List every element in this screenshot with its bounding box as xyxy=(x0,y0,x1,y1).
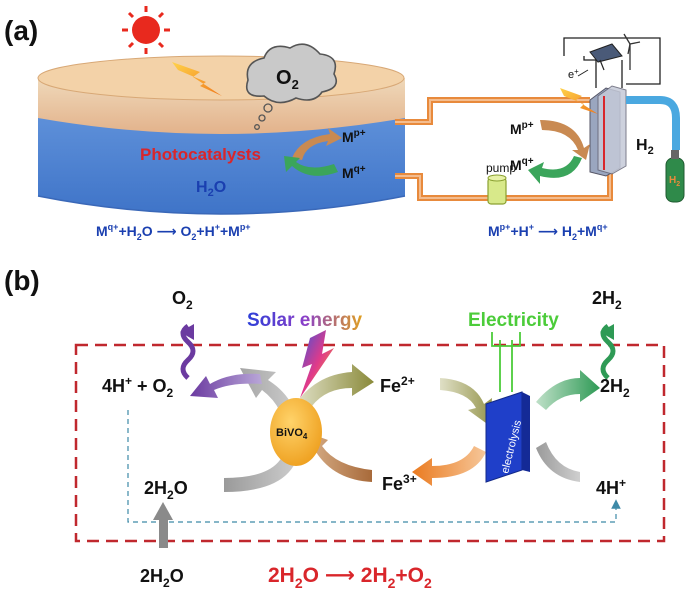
cell-mp-label: Mp+ xyxy=(510,120,534,137)
solar-bolt-icon xyxy=(300,330,334,398)
right-top-label: 2H2 xyxy=(600,376,630,400)
h2-cylinder-icon xyxy=(665,150,685,203)
tank-mq-label: Mq+ xyxy=(342,164,366,181)
bottom-water-label: 2H2O xyxy=(140,566,184,590)
bivo4-catalyst xyxy=(270,398,322,466)
solar-energy-label: Solar energy xyxy=(247,310,363,331)
right-bottom-label: 4H+ xyxy=(596,476,626,498)
electricity-label: Electricity xyxy=(468,310,559,331)
pump-label: pump xyxy=(486,161,516,175)
cylinder-label: H2 xyxy=(669,175,680,188)
fe3-label: Fe3+ xyxy=(382,472,417,494)
o2-top-label: O2 xyxy=(172,288,193,312)
electricity-wires xyxy=(491,332,521,392)
fe3-reduction-arrow xyxy=(306,432,372,482)
panel-b-tag: (b) xyxy=(4,265,40,296)
electrolyzer-bolt-icon xyxy=(560,88,598,114)
left-top-label: 4H+ + O2 xyxy=(102,374,174,400)
equation-right: Mp++H+ ⟶ H2+Mq+ xyxy=(488,222,608,242)
electrolyzer-cell xyxy=(589,85,627,177)
tank-cycle-arrow-brown xyxy=(292,128,342,160)
h2-release-arrow xyxy=(600,323,616,380)
left-bottom-label: 2H2O xyxy=(144,478,188,502)
oxygen-evolution-arrow xyxy=(190,373,262,398)
o2-cloud-icon xyxy=(245,43,338,130)
h2-output-label: H2 xyxy=(636,137,654,157)
tank-cycle-arrow-green xyxy=(284,156,338,176)
h2-top-label: 2H2 xyxy=(592,288,622,312)
fe2-formation-arrow xyxy=(300,364,374,406)
fe2-label: Fe2+ xyxy=(380,374,415,396)
system-boundary xyxy=(74,343,666,543)
equation-left: Mq++H2O ⟶ O2+H++Mp+ xyxy=(96,222,251,242)
catalyst-label: BiVO4 xyxy=(276,427,308,441)
tank-mp-label: Mp+ xyxy=(342,128,366,145)
electrode-to-fe3-arrow xyxy=(412,446,486,486)
fe2-to-electrode-arc xyxy=(440,378,492,426)
proton-transfer-path xyxy=(127,410,621,523)
photocatalysts-label: Photocatalysts xyxy=(140,145,261,164)
o2-label: O2 xyxy=(276,67,299,92)
panel-a-tag: (a) xyxy=(4,15,38,46)
proton-reduction-arc xyxy=(536,442,580,482)
o2-release-arrow xyxy=(180,323,196,380)
external-circuit xyxy=(563,37,661,88)
h2-output-pipe xyxy=(626,96,680,150)
solar-panel-icon xyxy=(589,43,623,71)
hydrogen-evolution-arrow xyxy=(536,370,600,410)
electron-label: e+ xyxy=(568,67,579,81)
overall-equation: 2H2O ⟶ 2H2+O2 xyxy=(268,564,432,591)
cell-cycle-arrow-green xyxy=(528,156,582,184)
cell-cycle-arrow-brown xyxy=(540,120,590,160)
sun-icon xyxy=(122,6,170,54)
electrolysis-electrode xyxy=(485,391,530,483)
water-oxidation-arc xyxy=(224,368,300,492)
water-input-arrow xyxy=(153,502,173,548)
cell-mq-label: Mq+ xyxy=(510,156,534,173)
lightning-bolt-icon xyxy=(172,62,222,96)
wind-turbine-icon xyxy=(623,33,641,70)
h2o-label: H2O xyxy=(196,179,226,199)
pump-icon xyxy=(487,174,507,205)
